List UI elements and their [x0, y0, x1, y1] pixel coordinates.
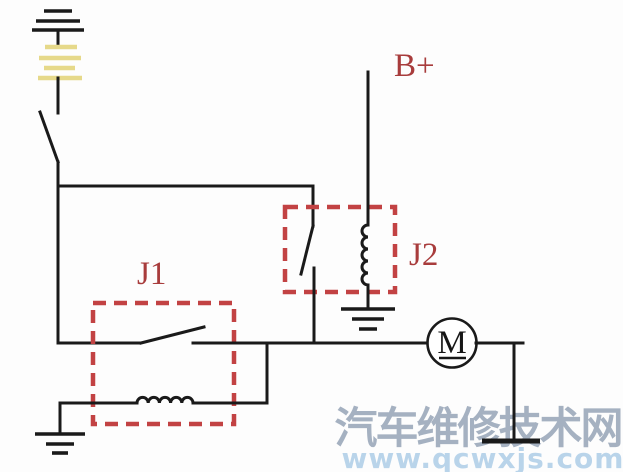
relay-j2-coil-icon [360, 70, 370, 309]
watermark-site-name: 汽车维修技术网 [335, 404, 622, 454]
b-plus-label: B+ [394, 48, 435, 84]
relay-j2-box [282, 204, 398, 295]
watermark-site-url: www.qcwxjs.com [342, 442, 623, 472]
relay-j2-switch-icon [299, 224, 315, 276]
relay-j1-box [90, 300, 237, 427]
relay-j1-ground-icon [35, 432, 85, 455]
main-switch-icon [38, 110, 60, 164]
relay-j2 [282, 70, 398, 345]
watermark: 汽车维修技术网 www.qcwxjs.com [335, 404, 623, 472]
relay-j2-label: J2 [409, 237, 438, 273]
relay-j1-label: J1 [137, 256, 166, 292]
motor-return-wire [474, 341, 525, 442]
battery-icon [38, 28, 82, 115]
left-rail-wire [56, 160, 142, 345]
battery-top-ground-icon [32, 9, 84, 32]
relay-j1-switch-icon [139, 325, 206, 345]
relay-j2-ground-icon [341, 307, 395, 331]
motor: M [426, 317, 540, 444]
relay-j1-coil-icon [58, 395, 269, 435]
relay-j1 [35, 300, 430, 455]
branch-wire-to-j2 [56, 184, 315, 228]
motor-label: M [437, 325, 466, 361]
